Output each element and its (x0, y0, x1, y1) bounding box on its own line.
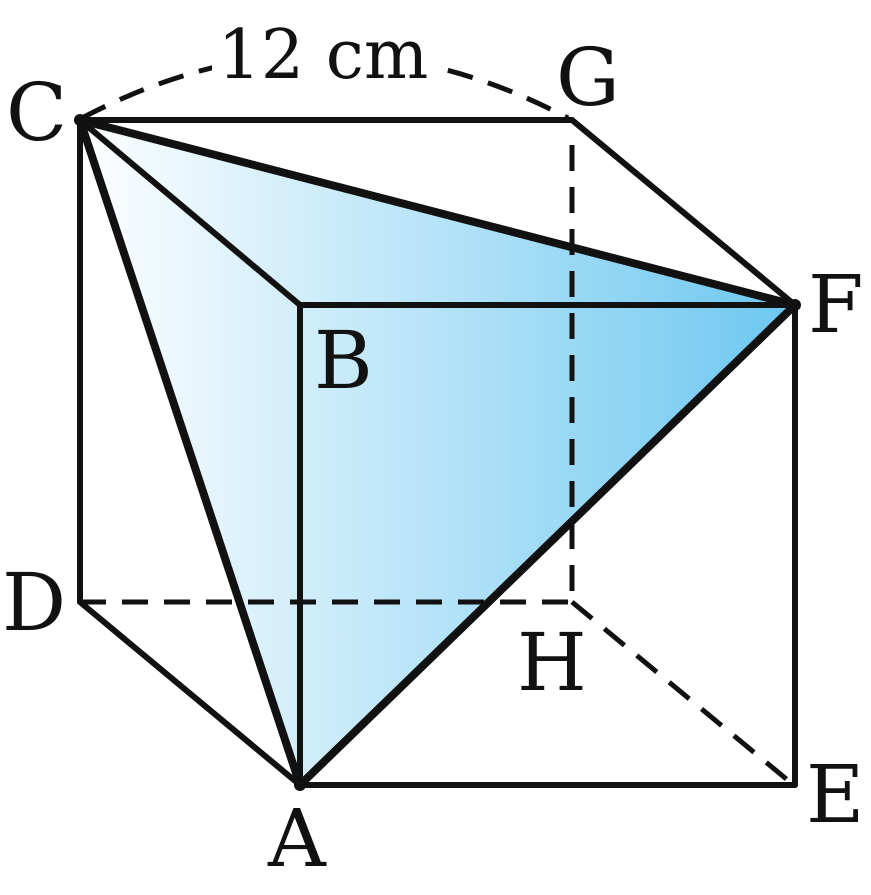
dimension-label: 12 cm (218, 16, 429, 95)
vertex-dot-a (294, 779, 306, 791)
vertex-dot-c (74, 114, 86, 126)
edge-af (296, 301, 799, 789)
edge-da (77, 599, 303, 788)
edge-gf (569, 117, 798, 308)
edge-cb (77, 117, 303, 308)
edge-ca (76, 116, 304, 789)
vertex-label-c: C (6, 66, 67, 159)
triangle-edges (76, 116, 799, 789)
vertex-label-b: B (314, 314, 373, 407)
vertex-dot-f (789, 299, 801, 311)
hidden-edge-he (570, 600, 792, 784)
vertex-label-g: G (556, 31, 620, 124)
vertex-label-d: D (2, 556, 66, 649)
vertex-label-e: E (806, 748, 864, 841)
visible-edges (77, 117, 798, 788)
triangle-face-cfa (80, 120, 795, 785)
vertex-label-a: A (267, 792, 327, 885)
edge-cf (76, 116, 799, 309)
vertex-label-h: H (517, 616, 587, 709)
vertex-label-f: F (808, 258, 864, 351)
dimension-label-bg (212, 12, 434, 92)
